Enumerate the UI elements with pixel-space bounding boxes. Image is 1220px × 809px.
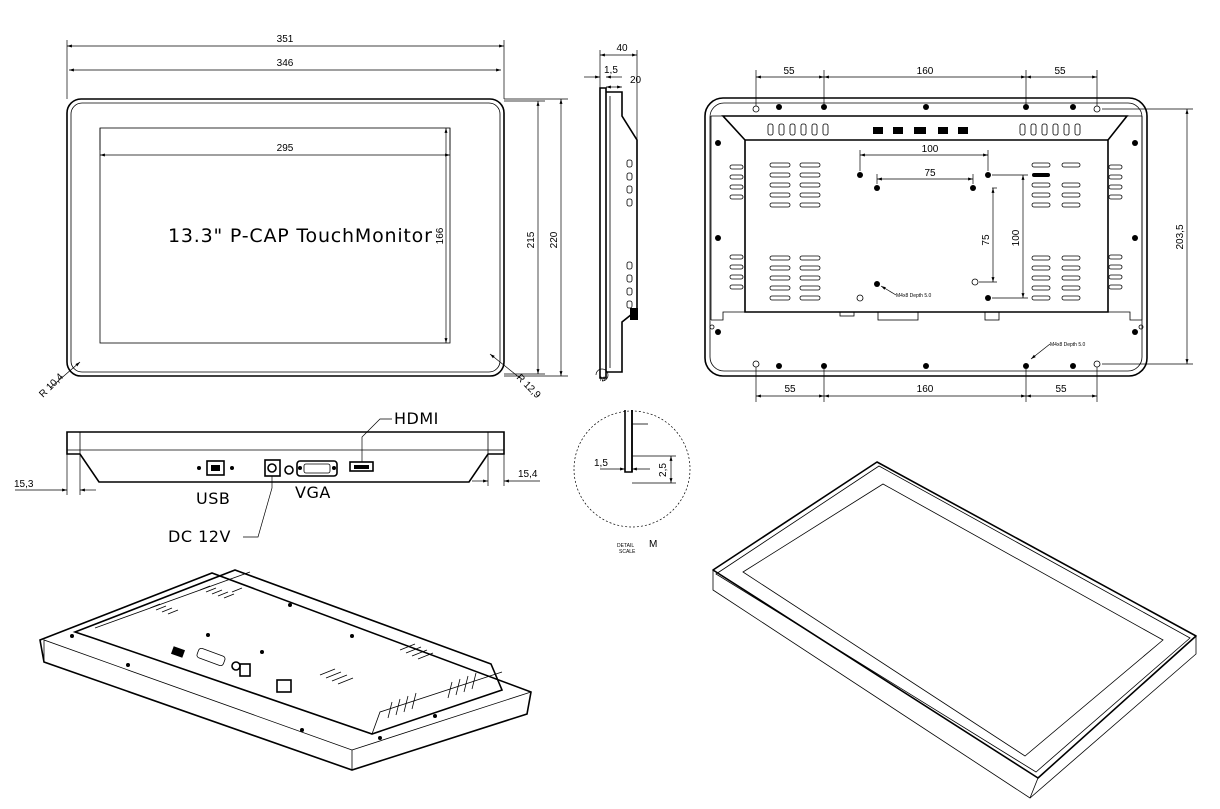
radius-right-label: R 12,9	[514, 372, 543, 401]
iso-front-outline	[712, 461, 1197, 779]
rear-outer-frame	[704, 97, 1148, 377]
front-outer-frame	[66, 98, 505, 377]
dim-rear-height: 203,5	[1175, 224, 1186, 249]
dim-detail-lip: 1,5	[594, 458, 608, 469]
dim-bezel-width: 346	[277, 58, 294, 69]
dim-rear-bottom-center: 160	[917, 384, 934, 395]
dim-overall-width: 351	[277, 34, 294, 45]
dim-vesa-75-w: 75	[924, 168, 936, 179]
dim-rear-bottom-left: 55	[784, 384, 796, 395]
side-view: 40 1,5 20 M	[584, 43, 642, 383]
dim-rear-bottom-right: 55	[1055, 384, 1067, 395]
detail-ref: M	[649, 539, 657, 550]
label-usb: USB	[196, 489, 230, 508]
detail-scale: SCALE	[619, 549, 636, 555]
dim-bottom-left: 15,3	[14, 479, 34, 490]
rear-mount-note: M4x8 Depth 5.0	[896, 293, 932, 299]
rear-side-note: M4x8 Depth 5.0	[1050, 342, 1086, 348]
product-title: 13.3" P-CAP TouchMonitor	[168, 225, 433, 247]
label-hdmi: HDMI	[394, 409, 439, 428]
dim-vesa-100-h: 100	[1011, 229, 1022, 246]
isometric-rear-view	[39, 569, 532, 771]
dim-rear-top-left: 55	[783, 66, 795, 77]
bottom-profile	[66, 431, 505, 483]
front-inner-bezel	[70, 102, 501, 373]
label-vga: VGA	[295, 483, 331, 502]
dim-rear-top-right: 55	[1054, 66, 1066, 77]
dim-detail-height: 2,5	[658, 463, 669, 477]
isometric-front-view	[712, 461, 1197, 799]
rear-view: 55 160 55 55 160 55 100 75 75 100	[704, 66, 1193, 402]
dim-bottom-right: 15,4	[518, 469, 538, 480]
dim-active-width: 295	[277, 143, 294, 154]
hdmi-port	[349, 461, 374, 472]
vga-port	[296, 460, 338, 477]
dim-vesa-100-w: 100	[922, 144, 939, 155]
label-dc: DC 12V	[168, 527, 231, 546]
dim-bezel-height: 215	[526, 231, 537, 248]
detail-label: DETAIL	[617, 543, 634, 549]
dim-side-bezel: 1,5	[604, 65, 618, 76]
front-view: 351 346 295 166 215 220 R 10,4 R 12,9 13…	[37, 34, 568, 401]
dim-side-frame: 20	[630, 75, 642, 86]
iso-front-screen	[742, 483, 1164, 757]
side-detail-ref: M	[600, 377, 605, 383]
dim-rear-top-center: 160	[917, 66, 934, 77]
dim-active-height: 166	[435, 227, 446, 244]
detail-m: 1,5 2,5 DETAIL SCALE M	[573, 410, 691, 555]
iso-rear-outline	[39, 572, 532, 771]
dim-overall-height: 220	[549, 231, 560, 248]
bottom-view: USB VGA HDMI DC 12V 15,3 15,4	[14, 409, 540, 546]
front-active-area	[99, 127, 451, 344]
dc-port	[264, 459, 281, 477]
dim-vesa-75-h: 75	[981, 234, 992, 246]
usb-port	[206, 460, 225, 476]
side-profile	[599, 87, 607, 379]
dim-side-depth: 40	[616, 43, 628, 54]
radius-left-label: R 10,4	[37, 371, 66, 400]
